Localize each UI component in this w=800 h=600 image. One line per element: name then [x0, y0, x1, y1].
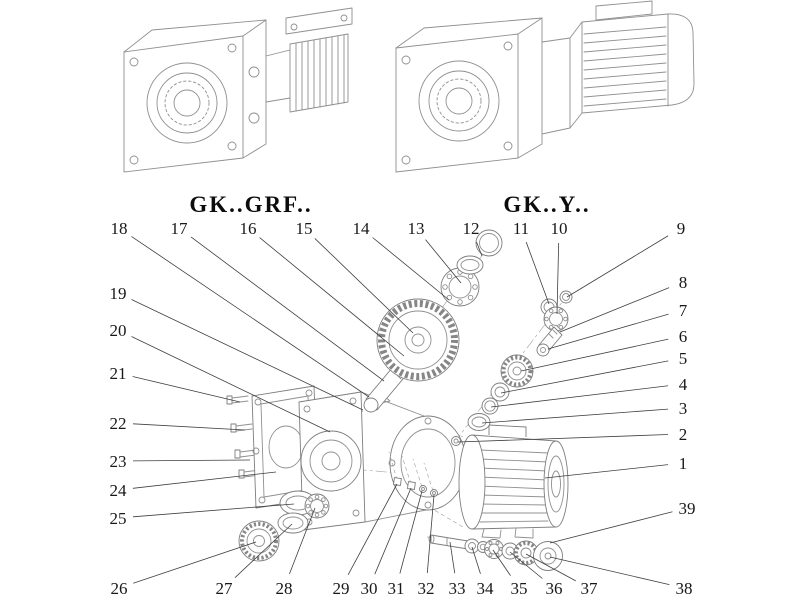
callout-number: 39 [679, 499, 696, 518]
callout-layer: 1234567891011121314151617181920212223242… [110, 219, 696, 598]
callout-number: 16 [240, 219, 257, 238]
output-shaft-assembly [428, 534, 563, 571]
callout-number: 38 [676, 579, 693, 598]
upper-bearing [440, 267, 480, 307]
input-shaft-parts [451, 290, 573, 446]
leader-line [509, 551, 543, 579]
leader-line [559, 287, 670, 333]
leader-line [131, 236, 370, 398]
output-seals-bearings [238, 490, 330, 562]
callout-number: 7 [679, 301, 688, 320]
leader-line [525, 553, 576, 582]
leader-line [372, 237, 450, 301]
callout-number: 28 [276, 579, 293, 598]
callout-number: 25 [110, 509, 127, 528]
gearbox-y-drawing [395, 0, 695, 173]
motor-fasteners [388, 451, 438, 497]
leader-line [190, 236, 385, 382]
callout-number: 33 [449, 579, 466, 598]
exploded-view [226, 229, 573, 571]
callout-number: 30 [361, 579, 378, 598]
leader-line [490, 385, 669, 408]
main-gear-shaft [363, 298, 460, 413]
leader-line [549, 556, 670, 586]
variant-label-grf: GK..GRF.. [189, 192, 312, 217]
leader-line [556, 242, 560, 315]
callout-number: 24 [110, 481, 128, 500]
motor-drawing [458, 424, 569, 539]
callout-number: 21 [110, 364, 127, 383]
leader-line [374, 487, 412, 575]
callout-number: 29 [333, 579, 350, 598]
variant-label-y: GK..Y.. [503, 192, 590, 217]
callout-number: 11 [513, 219, 529, 238]
leader-line [131, 299, 364, 411]
leader-line [289, 507, 316, 575]
leader-line [481, 408, 669, 424]
leader-line [426, 494, 435, 574]
leader-line [520, 338, 669, 372]
leader-line [476, 241, 483, 257]
leader-line [492, 549, 511, 576]
callout-number: 22 [110, 414, 127, 433]
leader-line [132, 423, 246, 431]
callout-number: 5 [679, 349, 688, 368]
leader-line [544, 464, 669, 479]
callout-number: 34 [477, 579, 495, 598]
retaining-rings [456, 229, 503, 275]
callout-number: 10 [551, 219, 568, 238]
callout-number: 15 [296, 219, 313, 238]
leader-line [132, 459, 251, 462]
callout-number: 8 [679, 273, 688, 292]
callout-number: 9 [677, 219, 686, 238]
gearbox-grf-drawing [123, 7, 353, 173]
callout-number: 36 [546, 579, 563, 598]
leader-line [132, 376, 241, 403]
leader-line [133, 541, 257, 584]
leader-line [525, 241, 550, 305]
leader-line [399, 490, 423, 574]
leader-line [549, 511, 673, 544]
leader-line [234, 523, 293, 579]
callout-number: 26 [111, 579, 128, 598]
callout-number: 31 [388, 579, 405, 598]
callout-number: 17 [171, 219, 189, 238]
leader-line [132, 503, 295, 518]
callout-number: 27 [216, 579, 234, 598]
callout-number: 3 [679, 399, 688, 418]
callout-number: 13 [408, 219, 425, 238]
leader-line [314, 238, 414, 334]
leader-line [471, 546, 481, 574]
callout-number: 35 [511, 579, 528, 598]
leader-line [566, 235, 669, 298]
leader-line [259, 237, 405, 357]
callout-number: 6 [679, 327, 688, 346]
leader-line [132, 471, 277, 489]
leader-line [131, 336, 331, 433]
leader-line [500, 360, 669, 394]
leader-line [425, 239, 462, 284]
callout-number: 1 [679, 454, 688, 473]
callout-number: 32 [418, 579, 435, 598]
callout-number: 4 [679, 375, 688, 394]
leader-line [347, 483, 398, 575]
callout-number: 19 [110, 284, 127, 303]
leader-line [457, 434, 669, 443]
callout-number: 12 [463, 219, 480, 238]
callout-number: 2 [679, 425, 688, 444]
callout-number: 18 [111, 219, 128, 238]
leader-line [547, 313, 669, 350]
callout-number: 23 [110, 452, 127, 471]
callout-number: 37 [581, 579, 599, 598]
callout-number: 20 [110, 321, 127, 340]
callout-number: 14 [353, 219, 371, 238]
leader-line [449, 541, 456, 574]
